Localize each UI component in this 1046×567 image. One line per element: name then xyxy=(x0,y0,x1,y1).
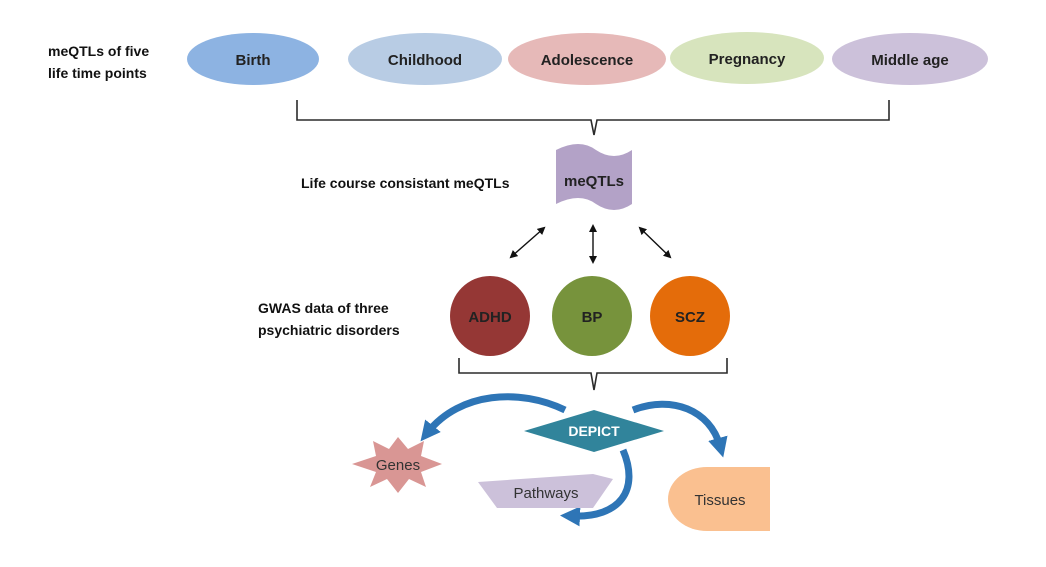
arrow-to-tissues xyxy=(631,400,728,458)
timepoint-adolescence: Adolescence xyxy=(508,33,666,85)
meqtls-label: meQTLs xyxy=(564,173,624,190)
depict-label: DEPICT xyxy=(568,423,620,439)
timepoints-bracket xyxy=(296,100,890,136)
arrow-to-pathways xyxy=(560,448,633,527)
disorder-label: ADHD xyxy=(468,309,511,326)
disorder-adhd: ADHD xyxy=(450,276,530,356)
genes-label: Genes xyxy=(376,457,420,474)
depict-node: DEPICT xyxy=(524,410,664,452)
double-arrow-right xyxy=(638,226,672,259)
pathways-label: Pathways xyxy=(513,485,578,502)
gwas-label-line1: GWAS data of three xyxy=(258,300,389,316)
timepoint-label: Birth xyxy=(236,52,271,69)
timepoint-label: Adolescence xyxy=(541,52,634,69)
disorder-label: BP xyxy=(582,309,603,326)
disorder-bp: BP xyxy=(552,276,632,356)
disorder-scz: SCZ xyxy=(650,276,730,356)
tissues-label: Tissues xyxy=(694,492,745,509)
timepoint-pregnancy: Pregnancy xyxy=(670,32,824,84)
timepoints-label-line2: life time points xyxy=(48,65,147,81)
arrow-to-genes xyxy=(420,393,567,442)
timepoint-label: Childhood xyxy=(388,52,462,69)
timepoints-label-line1: meQTLs of five xyxy=(48,43,149,59)
tissues-node: Tissues xyxy=(668,467,770,531)
gwas-label-line2: psychiatric disorders xyxy=(258,322,400,338)
timepoint-label: Middle age xyxy=(871,52,949,69)
timepoint-middle-age: Middle age xyxy=(832,33,988,85)
disorders-bracket xyxy=(458,358,728,391)
timepoint-label: Pregnancy xyxy=(709,51,786,68)
meqtls-node: meQTLs xyxy=(556,144,632,210)
pathways-node: Pathways xyxy=(478,474,613,508)
disorder-label: SCZ xyxy=(675,309,705,326)
timepoint-childhood: Childhood xyxy=(348,33,502,85)
timepoint-birth: Birth xyxy=(187,33,319,85)
consistent-meqtls-label: Life course consistant meQTLs xyxy=(301,175,510,191)
genes-node: Genes xyxy=(352,437,442,493)
double-arrow-left xyxy=(509,226,546,259)
